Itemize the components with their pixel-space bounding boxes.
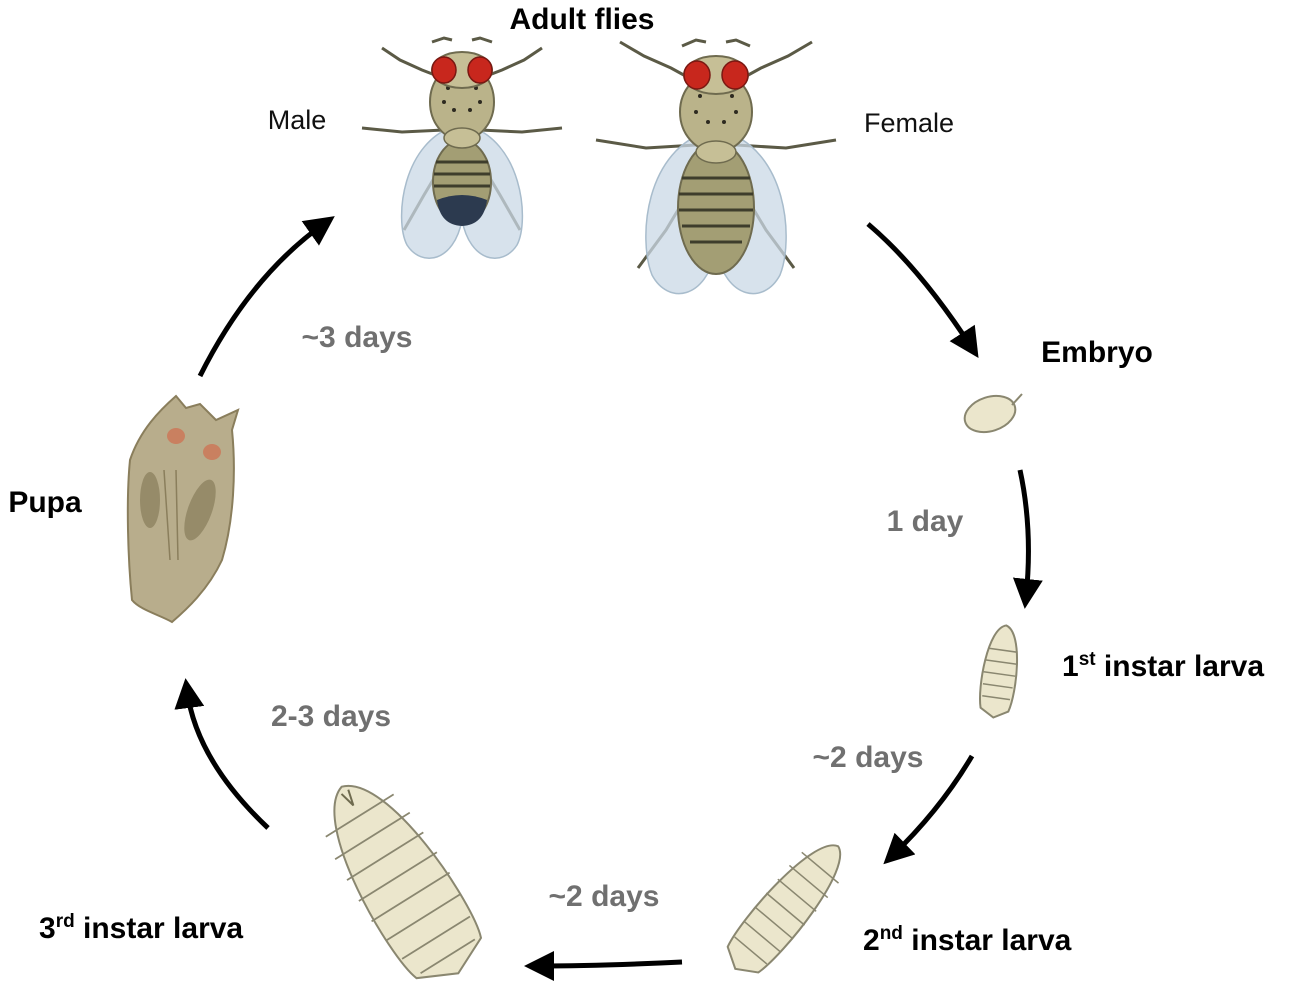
third-instar-larva-label: 3rd instar larva (39, 912, 243, 946)
duration-second-to-third: ~2 days (549, 880, 660, 913)
duration-third-to-pupa: 2-3 days (271, 700, 391, 733)
stage-text: instar larva (1096, 650, 1264, 683)
pupa-label: Pupa (8, 486, 82, 519)
male-fly-illustration (362, 38, 562, 258)
duration-first-to-second: ~2 days (813, 741, 924, 774)
female-label: Female (864, 108, 954, 138)
arrow-second-to-third (536, 962, 682, 966)
ordinal-number: 2 (863, 924, 880, 957)
pupa-illustration (128, 396, 238, 622)
first-instar-larva-illustration (976, 623, 1023, 720)
second-instar-larva-label: 2nd instar larva (863, 924, 1071, 958)
embryo-illustration (960, 390, 1022, 438)
duration-embryo-to-first: 1 day (887, 505, 964, 538)
arrow-embryo-to-first (1020, 470, 1028, 597)
ordinal-suffix: st (1079, 649, 1096, 670)
duration-pupa-to-adult: ~3 days (302, 321, 413, 354)
arrow-adult-to-embryo (868, 224, 972, 348)
second-instar-larva-illustration (716, 830, 857, 985)
stage-text: instar larva (903, 924, 1071, 957)
ordinal-number: 3 (39, 912, 56, 945)
diagram-title: Adult flies (509, 3, 654, 36)
third-instar-larva-illustration (303, 762, 498, 988)
ordinal-suffix: rd (56, 911, 75, 932)
embryo-label: Embryo (1041, 336, 1153, 369)
stage-text: instar larva (75, 912, 243, 945)
male-label: Male (268, 105, 327, 135)
ordinal-number: 1 (1062, 650, 1079, 683)
female-fly-illustration (596, 40, 836, 294)
arrow-third-to-pupa (187, 690, 268, 828)
ordinal-suffix: nd (880, 923, 903, 944)
first-instar-larva-label: 1st instar larva (1062, 650, 1264, 684)
